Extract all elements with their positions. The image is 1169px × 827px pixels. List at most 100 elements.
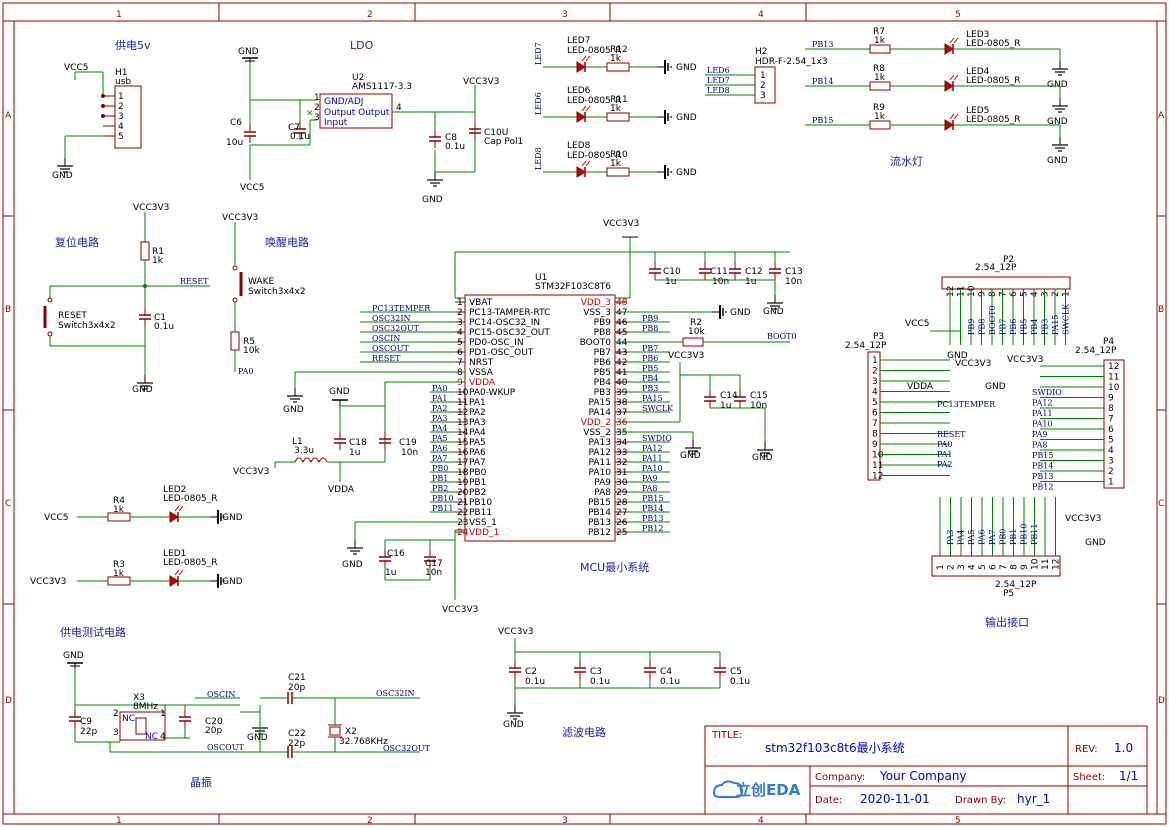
net-label: PA9: [642, 474, 658, 483]
mcu-pin-num: 15: [457, 438, 468, 448]
svg-text:1: 1: [118, 92, 124, 102]
svg-text:20p: 20p: [288, 683, 305, 693]
svg-text:GND: GND: [503, 720, 524, 730]
svg-text:10: 10: [872, 451, 884, 461]
svg-text:3: 3: [872, 377, 878, 387]
svg-text:LED4: LED4: [966, 67, 990, 77]
net-label: PB8: [642, 324, 658, 333]
svg-text:C10: C10: [663, 267, 681, 277]
svg-text:3: 3: [1108, 457, 1114, 467]
net-label: PB12: [642, 524, 663, 533]
svg-text:VCC5: VCC5: [240, 183, 264, 193]
mcu-pin-num: 42: [616, 358, 627, 368]
svg-text:PB14: PB14: [1032, 462, 1053, 471]
svg-text:3: 3: [760, 91, 766, 101]
filter-cap-ref: C4: [660, 667, 672, 677]
mcu-pin-name: PB15: [588, 498, 611, 508]
svg-text:1u: 1u: [665, 277, 676, 287]
mcu-pin-num: 23: [457, 518, 468, 528]
svg-text:PB13: PB13: [1032, 472, 1053, 481]
frame-col-label: 1: [116, 10, 122, 20]
section-power5v: 供电5v: [115, 38, 151, 52]
mcu-pin-num: 36: [616, 418, 628, 428]
mcu-pin-num: 35: [616, 428, 627, 438]
mcu-pin-name: VDD_3: [581, 298, 611, 308]
svg-text:C22: C22: [288, 729, 306, 739]
svg-text:6: 6: [1009, 291, 1019, 297]
svg-text:GND: GND: [1047, 80, 1068, 90]
svg-text:PA15: PA15: [1051, 314, 1060, 335]
mcu-pin-num: 14: [457, 428, 469, 438]
mcu-pin-name: PA8: [594, 488, 611, 498]
mcu-pin-num: 39: [616, 388, 628, 398]
mcu-pin-num: 20: [457, 488, 469, 498]
svg-text:GND: GND: [329, 387, 350, 397]
svg-text:6: 6: [989, 564, 999, 570]
svg-text:GND: GND: [1047, 117, 1068, 127]
svg-text:10: 10: [967, 285, 977, 297]
net-label: PA5: [432, 434, 448, 443]
filter-cap-value: 0.1u: [590, 677, 610, 687]
frame-col-label: 4: [758, 10, 764, 20]
svg-text:5: 5: [1108, 436, 1114, 446]
mcu-pin-num: 34: [616, 438, 628, 448]
led-net: LED6: [534, 92, 543, 115]
svg-text:PB11: PB11: [1030, 524, 1039, 545]
svg-text:LED-0805_R: LED-0805_R: [163, 494, 218, 504]
svg-text:2.54_12P: 2.54_12P: [995, 580, 1037, 590]
mcu-pin-name: PA2: [469, 408, 486, 418]
svg-text:VCC3V3: VCC3V3: [1007, 355, 1043, 365]
section-mcu: MCU最小系统: [580, 561, 649, 574]
svg-text:usb: usb: [115, 77, 131, 87]
mcu-pin-num: 41: [616, 368, 627, 378]
mcu-pin-num: 21: [457, 498, 468, 508]
svg-text:10u: 10u: [226, 138, 243, 148]
mcu-pin-name: VDD_2: [581, 418, 611, 428]
svg-text:PA10: PA10: [1032, 420, 1053, 429]
mcu-pin-name: PB4: [594, 378, 612, 388]
frame-col-label: 2: [367, 10, 373, 20]
svg-text:R7: R7: [873, 27, 885, 37]
svg-text:WAKE: WAKE: [248, 277, 274, 287]
svg-text:12: 12: [872, 472, 883, 482]
svg-text:GND: GND: [676, 63, 697, 73]
svg-text:1: 1: [1062, 291, 1072, 297]
frame-col-label: 3: [562, 10, 568, 20]
net-label: PA8: [642, 484, 658, 493]
svg-text:LED-0805_R: LED-0805_R: [966, 115, 1021, 125]
svg-text:GND: GND: [283, 405, 304, 415]
svg-text:PA0: PA0: [937, 440, 953, 449]
mcu-pin-name: PB12: [588, 528, 611, 538]
svg-text:LED7: LED7: [707, 76, 730, 85]
svg-text:Switch3x4x2: Switch3x4x2: [58, 321, 116, 331]
svg-text:3.3u: 3.3u: [294, 446, 314, 456]
power-net: VCC3V3: [30, 577, 66, 587]
lceda-logo: 立创EDA: [712, 780, 801, 799]
mcu-pin-name: PA9: [594, 478, 611, 488]
net-label: PB7: [642, 344, 658, 353]
svg-text:2.54_12P: 2.54_12P: [975, 263, 1017, 273]
net-label: PB3: [642, 384, 658, 393]
svg-text:Drawn By:: Drawn By:: [955, 795, 1006, 806]
svg-text:GND: GND: [247, 733, 268, 743]
svg-text:PC13TEMPER: PC13TEMPER: [937, 400, 996, 409]
led-value: LED-0805_R: [567, 151, 622, 161]
mcu-pin-name: PB13: [588, 518, 611, 528]
svg-text:PB0: PB0: [999, 529, 1008, 545]
svg-text:10: 10: [1108, 383, 1120, 393]
resistor-value: 1k: [610, 159, 622, 169]
mcu-pin-name: PD1-OSC_OUT: [469, 348, 534, 358]
svg-text:SWDIO: SWDIO: [1032, 388, 1062, 397]
svg-text:C16: C16: [387, 549, 405, 559]
svg-text:C8: C8: [445, 133, 457, 143]
svg-text:4: 4: [872, 388, 878, 398]
mcu-pin-name: PB9: [594, 318, 612, 328]
frame-row-label: A: [1158, 111, 1165, 121]
svg-text:3: 3: [118, 112, 124, 122]
mcu-pin-num: 33: [616, 448, 627, 458]
svg-text:Input: Input: [324, 118, 348, 128]
svg-text:Your Company: Your Company: [879, 769, 967, 783]
svg-text:PA1: PA1: [937, 450, 953, 459]
